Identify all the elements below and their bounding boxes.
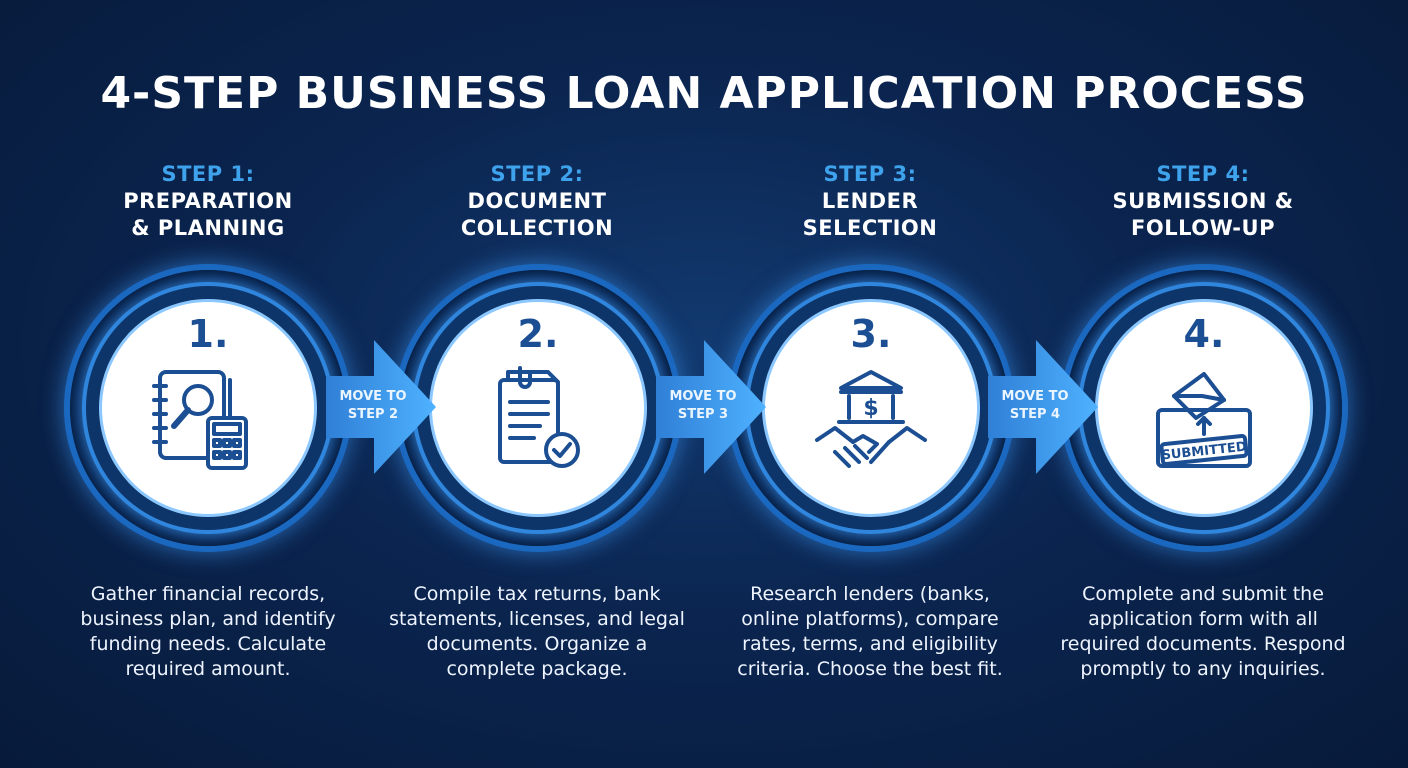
step-number: 4. xyxy=(1183,312,1225,356)
arrow-label: MOVE TO STEP 3 xyxy=(669,389,737,422)
step-label: STEP 4: xyxy=(1156,162,1250,186)
svg-text:$: $ xyxy=(863,396,878,421)
arrow-to-step-2: MOVE TO STEP 2 xyxy=(326,340,436,474)
step-name: DOCUMENT COLLECTION xyxy=(460,189,614,240)
step-4-circle: 4. SUBMITTED xyxy=(1066,270,1342,546)
step-4-heading: STEP 4: SUBMISSION & FOLLOW-UP xyxy=(1053,160,1353,242)
notebook-magnifier-calculator-icon xyxy=(152,370,248,470)
step-2-circle: 2. xyxy=(400,270,676,546)
step-1-description: Gather financial records, business plan,… xyxy=(80,583,336,680)
arrow-label: MOVE TO STEP 4 xyxy=(1001,389,1069,422)
step-label: STEP 1: xyxy=(161,162,255,186)
step-number: 1. xyxy=(187,312,229,356)
step-2-description: Compile tax returns, bank statements, li… xyxy=(389,583,685,680)
step-number: 3. xyxy=(850,312,892,356)
step-1-heading: STEP 1: PREPARATION & PLANNING xyxy=(58,160,358,242)
step-3-circle: 3. $ xyxy=(733,270,1009,546)
arrow-label: MOVE TO STEP 2 xyxy=(339,389,407,422)
step-name: PREPARATION & PLANNING xyxy=(123,189,293,240)
step-name: SUBMISSION & FOLLOW-UP xyxy=(1112,189,1294,240)
document-checkmark-icon xyxy=(498,366,580,468)
page-title: 4-STEP BUSINESS LOAN APPLICATION PROCESS xyxy=(100,68,1308,119)
step-label: STEP 3: xyxy=(823,162,917,186)
bank-handshake-icon: $ xyxy=(815,370,927,468)
step-4-description: Complete and submit the application form… xyxy=(1060,583,1346,680)
step-2-heading: STEP 2: DOCUMENT COLLECTION xyxy=(387,160,687,242)
envelope-submitted-box-icon: SUBMITTED xyxy=(1156,372,1252,468)
step-number: 2. xyxy=(517,312,559,356)
step-name: LENDER SELECTION xyxy=(802,189,938,240)
step-label: STEP 2: xyxy=(490,162,584,186)
arrow-to-step-4: MOVE TO STEP 4 xyxy=(988,340,1098,474)
step-3-description: Research lenders (banks, online platform… xyxy=(737,583,1003,680)
step-3-heading: STEP 3: LENDER SELECTION xyxy=(720,160,1020,242)
step-1-circle: 1. xyxy=(70,270,346,546)
arrow-to-step-3: MOVE TO STEP 3 xyxy=(656,340,766,474)
